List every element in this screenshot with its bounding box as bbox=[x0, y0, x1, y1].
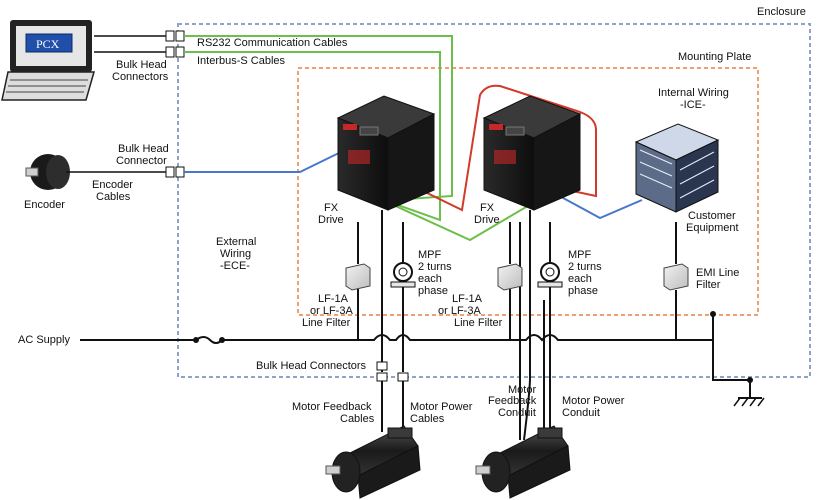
earth-ground-icon bbox=[733, 397, 765, 407]
encoder-cables-label-2: Cables bbox=[96, 191, 131, 203]
encoder-blue-cable bbox=[184, 149, 346, 173]
ground-drop-wire bbox=[712, 314, 751, 398]
external-wiring-label-3: -ECE- bbox=[220, 260, 250, 272]
bulk-head-connectors-top-label-2: Connectors bbox=[112, 71, 169, 83]
interbus-green-cable-2 bbox=[377, 197, 539, 242]
fx-drive-1 bbox=[336, 95, 436, 211]
emi-filter-label-1: EMI Line bbox=[696, 267, 739, 279]
encoder-device bbox=[25, 154, 70, 190]
internal-wiring-label-1: Internal Wiring bbox=[658, 87, 729, 99]
internal-wiring-label-2: -ICE- bbox=[680, 99, 706, 111]
motor-power-cables-label-2: Cables bbox=[410, 413, 445, 425]
fx-drive-2-label-1: FX bbox=[480, 202, 495, 214]
fx-drive-2-label-2: Drive bbox=[474, 214, 500, 226]
bulk-head-connector-top-1 bbox=[165, 30, 185, 42]
mpf-2-label-1: MPF bbox=[568, 249, 592, 261]
emi-filter-label-2: Filter bbox=[696, 279, 721, 291]
bulk-head-connector-label-1: Bulk Head bbox=[118, 143, 169, 155]
ac-supply-label: AC Supply bbox=[18, 334, 70, 346]
customer-equipment-label-2: Equipment bbox=[686, 222, 739, 234]
drive2-feedback-wire bbox=[523, 210, 531, 441]
mpf-toroid-2 bbox=[537, 262, 563, 288]
motor-1 bbox=[325, 425, 421, 499]
encoder-cables-label-1: Encoder bbox=[92, 179, 133, 191]
emi-line-filter bbox=[663, 263, 689, 291]
bulk-head-connectors-top-label-1: Bulk Head bbox=[116, 59, 167, 71]
bulk-head-connector-encoder bbox=[165, 166, 185, 178]
motor-power-conduit-label-1: Motor Power bbox=[562, 395, 625, 407]
fx-drive-2 bbox=[482, 95, 582, 211]
mpf-1-label-4: phase bbox=[418, 285, 448, 297]
bulk-head-connector-label-2: Connector bbox=[116, 155, 167, 167]
line-filter-2-label-3: Line Filter bbox=[454, 317, 503, 329]
line-filter-1-label-3: Line Filter bbox=[302, 317, 351, 329]
ground-junction-2 bbox=[747, 377, 753, 383]
red-drive-link-cable bbox=[379, 84, 597, 212]
mpf-2-label-4: phase bbox=[568, 285, 598, 297]
mpf-2-label-3: each bbox=[568, 273, 592, 285]
line-filter-2-label-1: LF-1A bbox=[452, 293, 483, 305]
pcx-laptop: PCX bbox=[1, 20, 95, 101]
enclosure-boundary bbox=[177, 23, 811, 378]
fx-drive-1-label-2: Drive bbox=[318, 214, 344, 226]
mpf-1-label-2: 2 turns bbox=[418, 261, 452, 273]
interbus-label: Interbus-S Cables bbox=[197, 55, 286, 67]
bulk-head-connector-top-2 bbox=[165, 46, 185, 58]
pcx-label: PCX bbox=[36, 37, 60, 51]
fx-drive-1-label-1: FX bbox=[324, 202, 339, 214]
motor-feedback-conduit-label-3: Conduit bbox=[498, 407, 536, 419]
ac-junction-1 bbox=[193, 337, 199, 343]
line-filter-2-label-2: or LF-3A bbox=[438, 305, 481, 317]
mounting-plate-boundary bbox=[297, 67, 759, 316]
mpf-1-label-3: each bbox=[418, 273, 442, 285]
external-wiring-label-2: Wiring bbox=[220, 248, 251, 260]
motor-feedback-conduit-label-2: Feedback bbox=[488, 395, 537, 407]
line-filter-2 bbox=[497, 263, 523, 291]
line-filter-1-label-1: LF-1A bbox=[318, 293, 349, 305]
mpf-toroid-1 bbox=[390, 262, 416, 288]
enclosure-label: Enclosure bbox=[757, 6, 806, 18]
ac-supply-line bbox=[80, 334, 713, 344]
external-wiring-label-1: External bbox=[216, 236, 256, 248]
customer-equipment bbox=[634, 123, 720, 213]
rs232-label: RS232 Communication Cables bbox=[197, 37, 348, 49]
motor-feedback-cables-label-2: Cables bbox=[340, 413, 375, 425]
ac-junction-2 bbox=[219, 337, 225, 343]
mounting-plate-label: Mounting Plate bbox=[678, 51, 751, 63]
motor-power-conduit-label-2: Conduit bbox=[562, 407, 600, 419]
ground-junction-1 bbox=[710, 311, 716, 317]
motor-2 bbox=[475, 425, 571, 499]
line-filter-1-label-2: or LF-3A bbox=[310, 305, 353, 317]
encoder-label: Encoder bbox=[24, 199, 65, 211]
rs232-green-cable bbox=[184, 35, 453, 201]
bulk-head-connectors-bottom-label: Bulk Head Connectors bbox=[256, 360, 367, 372]
bulk-head-connector-bottom-2 bbox=[397, 372, 409, 382]
motor-feedback-conduit-label-1: Motor bbox=[508, 384, 536, 396]
motor-power-cables-label-1: Motor Power bbox=[410, 401, 473, 413]
line-filter-1 bbox=[345, 263, 371, 291]
customer-equipment-label-1: Customer bbox=[688, 210, 736, 222]
mpf-2-label-2: 2 turns bbox=[568, 261, 602, 273]
mpf-1-label-1: MPF bbox=[418, 249, 442, 261]
motor-feedback-cables-label-1: Motor Feedback bbox=[292, 401, 372, 413]
interbus-green-cable bbox=[184, 51, 441, 222]
